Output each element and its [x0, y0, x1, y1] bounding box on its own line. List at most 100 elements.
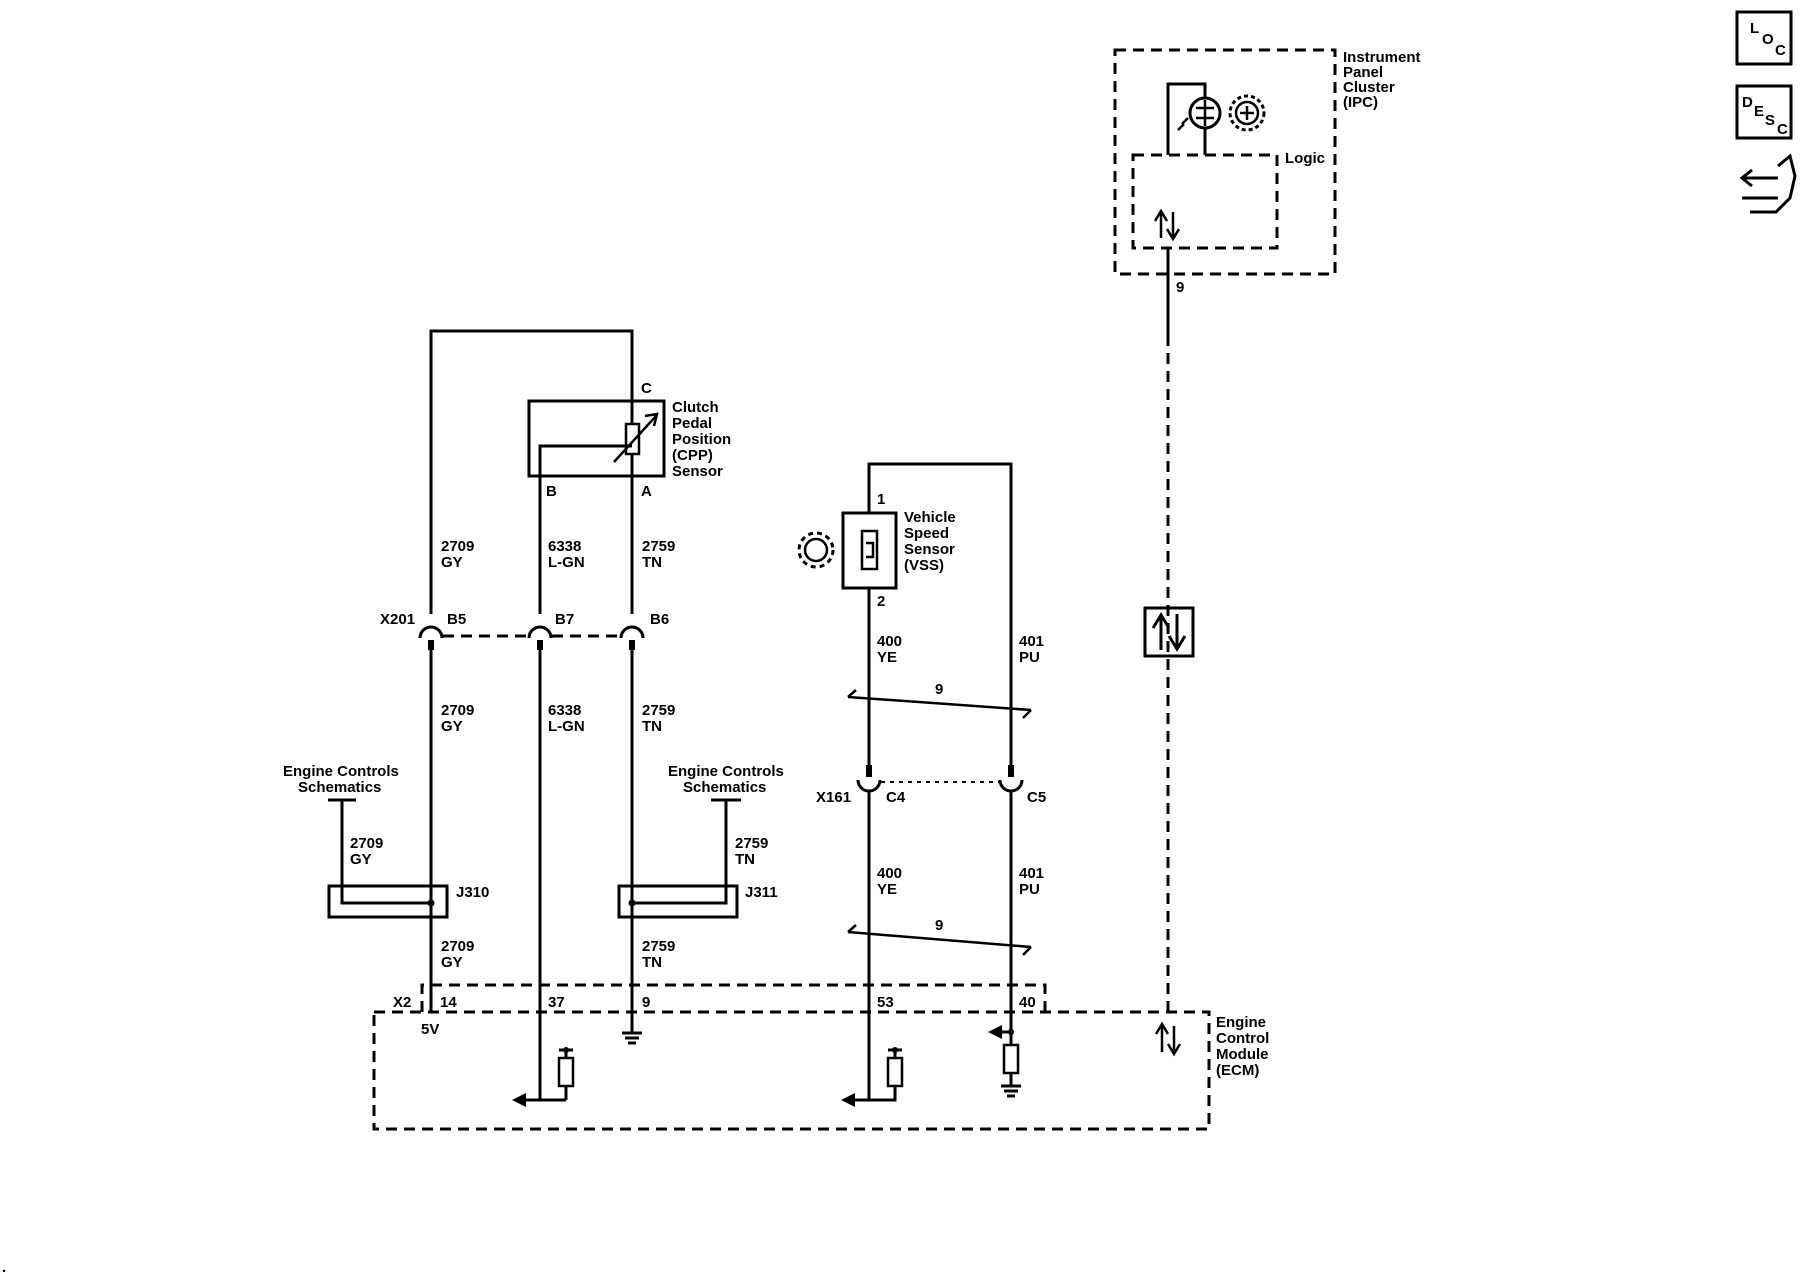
svg-text:6338: 6338 — [548, 538, 581, 555]
svg-text:PU: PU — [1019, 649, 1040, 666]
ecm-pin-9: 9 — [642, 994, 650, 1011]
svg-text:Vehicle: Vehicle — [904, 509, 956, 526]
svg-text:Engine Controls: Engine Controls — [283, 763, 399, 780]
twisted-pair-marker: 9 — [847, 917, 1032, 956]
svg-text:TN: TN — [642, 718, 662, 735]
svg-text:B5: B5 — [447, 611, 466, 628]
svg-text:S: S — [1765, 112, 1775, 129]
svg-text:TN: TN — [642, 954, 662, 971]
svg-text:E: E — [1754, 103, 1764, 120]
splice-j310: J310 — [327, 884, 489, 919]
svg-text:C4: C4 — [886, 789, 906, 806]
svg-text:GY: GY — [441, 554, 463, 571]
engine-controls-ref-right[interactable]: Engine Controls Schematics — [668, 763, 784, 890]
twisted-pair-marker: 9 — [847, 681, 1032, 719]
svg-text:C5: C5 — [1027, 789, 1046, 806]
svg-text:401: 401 — [1019, 633, 1044, 650]
svg-text:Sensor: Sensor — [672, 463, 723, 480]
serial-data-icon — [1143, 606, 1195, 658]
ipc-label-3: Cluster — [1343, 79, 1395, 96]
ipc-label-2: Panel — [1343, 64, 1383, 81]
svg-text:Position: Position — [672, 431, 731, 448]
svg-text:J310: J310 — [456, 884, 489, 901]
svg-text:PU: PU — [1019, 881, 1040, 898]
svg-text:YE: YE — [877, 881, 897, 898]
svg-text:GY: GY — [441, 718, 463, 735]
svg-text:L-GN: L-GN — [548, 718, 585, 735]
loc-icon[interactable]: L O C — [1735, 10, 1793, 66]
svg-text:Clutch: Clutch — [672, 399, 719, 416]
ecm-pin-37: 37 — [548, 994, 565, 1011]
cpp-sensor: Clutch Pedal Position (CPP) Sensor C B A — [527, 380, 731, 500]
vss-pin-2: 2 — [877, 593, 885, 610]
svg-text:2709: 2709 — [441, 702, 474, 719]
svg-text:Engine: Engine — [1216, 1014, 1266, 1031]
svg-text:Speed: Speed — [904, 525, 949, 542]
svg-text:6338: 6338 — [548, 702, 581, 719]
svg-text:C: C — [1777, 121, 1788, 138]
connector-view-icon[interactable] — [1739, 153, 1797, 214]
ipc-module: Instrument Panel Cluster (IPC) Logic 9 — [1113, 48, 1421, 296]
svg-text:(VSS): (VSS) — [904, 557, 944, 574]
serial-data-arrows-icon — [1153, 208, 1181, 242]
svg-text:2759: 2759 — [642, 702, 675, 719]
svg-text:TN: TN — [642, 554, 662, 571]
desc-icon[interactable]: D E S C — [1735, 84, 1793, 140]
serial-data-arrows-icon — [1154, 1021, 1182, 1057]
engine-controls-ref-left[interactable]: Engine Controls Schematics — [283, 763, 399, 890]
corner-mark: . — [2, 1259, 6, 1276]
ipc-pin-9: 9 — [1176, 279, 1184, 296]
ecm-pin-53: 53 — [877, 994, 894, 1011]
ecm-module: X2 14 37 9 53 40 5V Engine Control Modul… — [372, 983, 1269, 1131]
svg-text:L: L — [1750, 20, 1759, 37]
cpp-pin-c: C — [641, 380, 652, 397]
x201-connector: X201 B5 B7 B6 — [380, 611, 669, 650]
splice-j311: J311 — [617, 884, 778, 919]
gear-icon — [797, 531, 835, 569]
svg-text:J311: J311 — [745, 884, 778, 901]
svg-text:400: 400 — [877, 865, 902, 882]
svg-text:D: D — [1742, 94, 1753, 111]
ipc-logic-label: Logic — [1285, 150, 1325, 167]
svg-text:9: 9 — [935, 917, 943, 934]
ipc-label-4: (IPC) — [1343, 94, 1378, 111]
svg-text:GY: GY — [441, 954, 463, 971]
svg-text:2709: 2709 — [350, 835, 383, 852]
svg-text:2709: 2709 — [441, 538, 474, 555]
vss-pin-1: 1 — [877, 491, 885, 508]
svg-text:O: O — [1762, 31, 1774, 48]
svg-text:B6: B6 — [650, 611, 669, 628]
ipc-label-1: Instrument — [1343, 49, 1421, 66]
svg-text:Module: Module — [1216, 1046, 1269, 1063]
svg-text:2709: 2709 — [441, 938, 474, 955]
svg-text:YE: YE — [877, 649, 897, 666]
ecm-connector-x2: X2 — [393, 994, 411, 1011]
ecm-5v-label: 5V — [421, 1021, 439, 1038]
ecm-pin-40: 40 — [1019, 994, 1036, 1011]
svg-text:X201: X201 — [380, 611, 415, 628]
gear-icon — [1228, 94, 1266, 132]
svg-text:L-GN: L-GN — [548, 554, 585, 571]
svg-text:(CPP): (CPP) — [672, 447, 713, 464]
cpp-pin-a: A — [641, 483, 652, 500]
svg-text:C: C — [1775, 42, 1786, 59]
svg-text:X161: X161 — [816, 789, 851, 806]
svg-text:Sensor: Sensor — [904, 541, 955, 558]
vss-sensor: 1 2 Vehicle Speed Sensor (VSS) — [797, 462, 1013, 680]
svg-text:TN: TN — [735, 851, 755, 868]
svg-text:GY: GY — [350, 851, 372, 868]
svg-text:Pedal: Pedal — [672, 415, 712, 432]
svg-text:401: 401 — [1019, 865, 1044, 882]
svg-text:Schematics: Schematics — [683, 779, 766, 796]
svg-text:2759: 2759 — [642, 938, 675, 955]
svg-text:2759: 2759 — [642, 538, 675, 555]
svg-text:Control: Control — [1216, 1030, 1269, 1047]
svg-text:2759: 2759 — [735, 835, 768, 852]
ecm-pin-14: 14 — [440, 994, 457, 1011]
svg-text:(ECM): (ECM) — [1216, 1062, 1259, 1079]
svg-text:9: 9 — [935, 681, 943, 698]
svg-text:Engine Controls: Engine Controls — [668, 763, 784, 780]
cpp-pin-b: B — [546, 483, 557, 500]
svg-text:400: 400 — [877, 633, 902, 650]
